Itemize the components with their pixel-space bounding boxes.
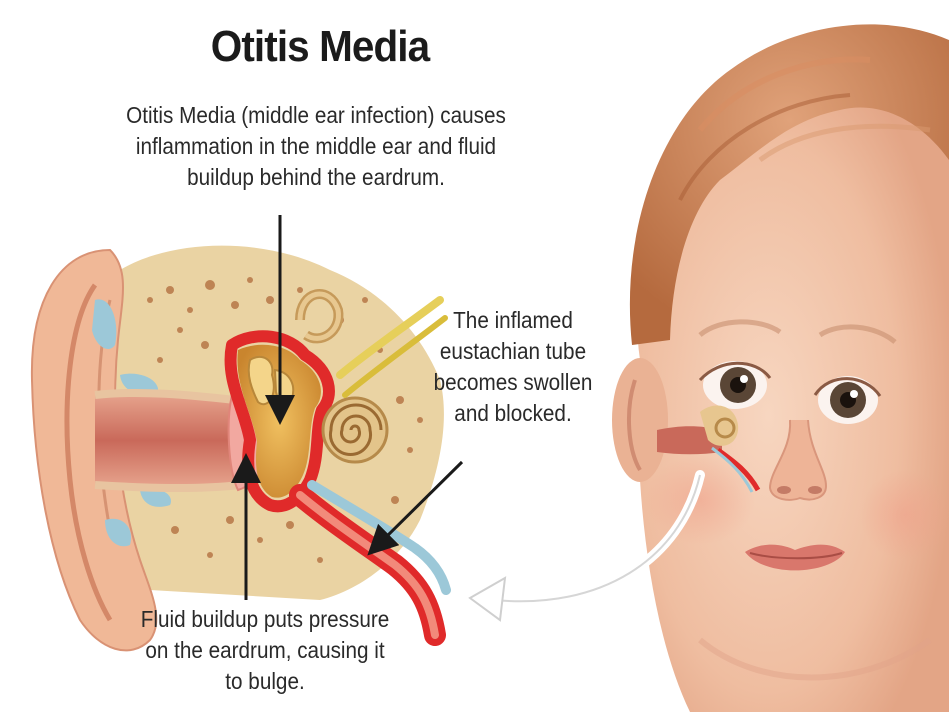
- caption-eardrum-bulge: Fluid buildup puts pressure on the eardr…: [135, 604, 396, 697]
- caption-eustachian-tube: The inflamed eustachian tube becomes swo…: [419, 305, 608, 429]
- baby-face: [612, 24, 949, 712]
- page-title: Otitis Media: [182, 22, 458, 72]
- ear-canal: [95, 393, 240, 488]
- cochlea: [323, 398, 387, 462]
- caption-middle-ear-infection: Otitis Media (middle ear infection) caus…: [118, 100, 514, 193]
- ear-cross-section: [32, 246, 446, 651]
- baby-ear: [612, 358, 668, 482]
